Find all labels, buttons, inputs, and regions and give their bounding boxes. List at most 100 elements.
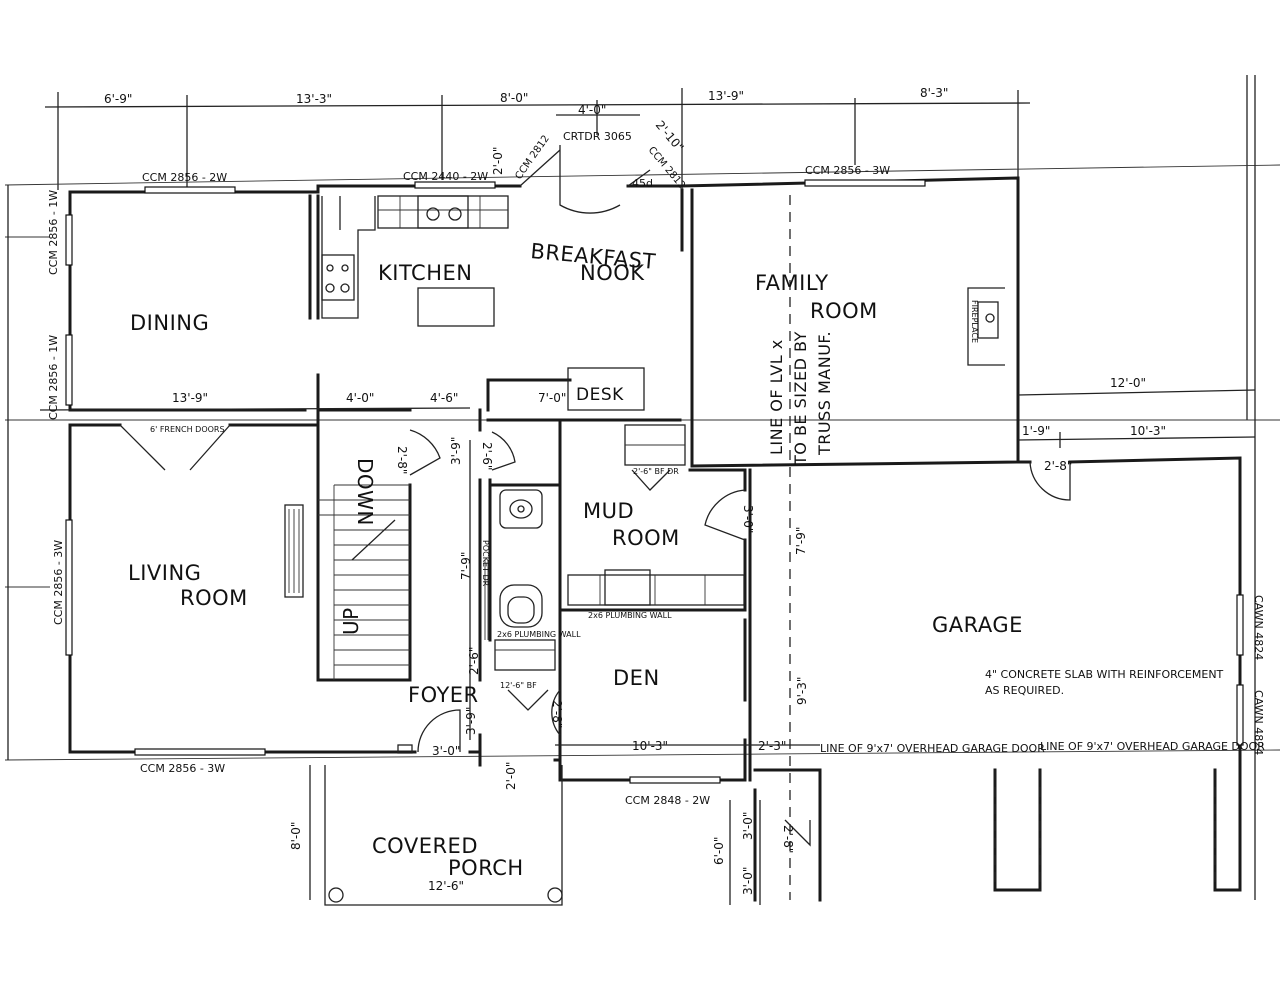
garage-door-note-1: LINE OF 9'x7' OVERHEAD GARAGE DOOR [820,742,1045,755]
dim-3-0-b: 3'-0" [741,867,755,895]
dim-13-3: 13'-3" [296,92,332,106]
room-label-nook: NOOK [580,261,645,285]
window-living-side [65,519,73,656]
window-kitchen-top [414,181,496,189]
room-labels: DINING KITCHEN BREAKFAST NOOK FAMILY ROO… [128,239,1023,880]
room-label-family: FAMILY [755,271,829,295]
window-label-dining-side-2: CCM 2856 - 1W [47,335,60,420]
dim-7-9-bath: 7'-9" [459,552,473,580]
dim-2-6-hall: 2'-6" [480,442,494,470]
room-label-family-room: ROOM [810,299,878,323]
dim-12-0: 12'-0" [1110,376,1146,390]
dashed-lines [789,195,1216,900]
notes: LINE OF LVL x TO BE SIZED BY TRUSS MANUF… [767,300,1265,755]
stair-up-label: UP [339,607,363,635]
window-label-garage-side-2: CAWN 4824 [1252,690,1265,755]
window-label-garage-side-1: CAWN 4824 [1252,595,1265,660]
dim-2-8-garage: 2'-8" [1044,459,1072,473]
dim-2-8-garage-door: 2'-8" [781,825,795,853]
pocket-door-label: POCKET DR [481,540,490,587]
dim-12-6-porch: 12'-6" [428,879,464,893]
slab-note-line-2: AS REQUIRED. [985,684,1064,697]
windows [65,179,1244,784]
toilet-icon [499,584,543,628]
room-label-desk: DESK [576,385,624,405]
lvl-note-line-3: TRUSS MANUF. [815,331,834,456]
dim-3-9-foyer: 3'-9" [464,707,478,735]
fireplace-icon [284,504,304,598]
room-label-dining: DINING [130,311,209,335]
window-label-dining-top: CCM 2856 - 2W [142,171,227,184]
dim-8-0-porch: 8'-0" [289,822,303,850]
washer-icon [604,569,651,606]
room-label-porch: PORCH [448,856,524,880]
dim-2-8-stair: 2'-8" [395,446,409,474]
garage-door-note-2: LINE OF 9'x7' OVERHEAD GARAGE DOOR [1040,740,1265,753]
range-icon [321,254,355,301]
kitchen-island [417,287,495,327]
dimension-labels: 2'-0" 2'-10" 45d 13'-9" 4'-0" 4'-6" 7'-0… [150,118,1166,895]
window-garage-side-1 [1236,594,1244,656]
dim-2-0-top: 2'-0" [491,147,505,175]
dim-8-0: 8'-0" [500,91,528,105]
dim-13-9-top: 13'-9" [708,89,744,103]
dim-10-3-den: 10'-3" [632,739,668,753]
room-label-den: DEN [613,666,660,690]
tub-icon [499,489,543,529]
dim-4-6: 4'-6" [430,391,458,405]
dim-6-9: 6'-9" [104,92,132,106]
room-label-living: LIVING [128,561,201,585]
front-door-swing [559,145,621,214]
dim-2-3: 2'-3" [758,739,786,753]
dim-13-9-living: 13'-9" [172,391,208,405]
dim-7-0: 7'-0" [538,391,566,405]
dim-7-9-garage: 7'-9" [794,527,808,555]
staircase [318,484,410,680]
french-doors-label: 6' FRENCH DOORS [150,425,225,434]
desk-counter [567,367,645,411]
dim-2-0-porch: 2'-0" [504,762,518,790]
window-living-bottom [134,748,266,756]
window-label-living-bottom: CCM 2856 - 3W [140,762,225,775]
fixtures [284,195,1005,906]
dimension-lines [7,75,1256,905]
stair-down-label: DOWN [353,458,377,526]
dim-3-0-foyer: 3'-0" [432,744,460,758]
window-label-kitchen-top: CCM 2440 - 2W [403,170,488,183]
window-dining-top [144,186,236,194]
dim-3-0-a: 3'-0" [741,812,755,840]
angle-45: 45d [632,177,653,190]
dim-1-9: 1'-9" [1022,424,1050,438]
dim-4-0-stair: 4'-0" [346,391,374,405]
room-label-mud: MUD [583,499,634,523]
room-label-mud-room: ROOM [612,526,680,550]
window-garage-side-2 [1236,684,1244,746]
window-dining-side-1 [65,214,73,266]
dim-3-9-hall: 3'-9" [449,437,463,465]
window-label-family-top: CCM 2856 - 3W [805,164,890,177]
room-label-kitchen: KITCHEN [378,261,473,285]
door-label-top: CRTDR 3065 [563,130,632,143]
window-label-den-bottom: CCM 2848 - 2W [625,794,710,807]
window-label-living-side: CCM 2856 - 3W [52,540,65,625]
doors [119,145,1071,847]
dim-3-0-mud: 3'-0" [741,505,755,533]
lvl-note-line-2: TO BE SIZED BY [791,331,810,466]
dim-8-3: 8'-3" [920,86,948,100]
plumbing-wall-label-mud: 2x6 PLUMBING WALL [588,611,672,620]
window-family-top [804,179,926,187]
lvl-note-line-1: LINE OF LVL x [767,339,786,455]
room-label-garage: GARAGE [932,613,1023,637]
dim-6-0: 6'-0" [712,837,726,865]
dim-2-6-bf-dr: 2'-6" BF DR [633,467,679,476]
room-label-covered: COVERED [372,834,478,858]
dim-9-3: 9'-3" [795,677,809,705]
dim-2-8-den: 2'-8" [550,700,564,728]
sink-icon [417,195,469,229]
dim-4-0-top: 4'-0" [578,103,606,117]
dim-10-3-garage: 10'-3" [1130,424,1166,438]
plumbing-wall-label-bath: 2x6 PLUMBING WALL [497,630,581,639]
window-den-bottom [629,776,721,784]
guide-lines [4,164,1280,761]
